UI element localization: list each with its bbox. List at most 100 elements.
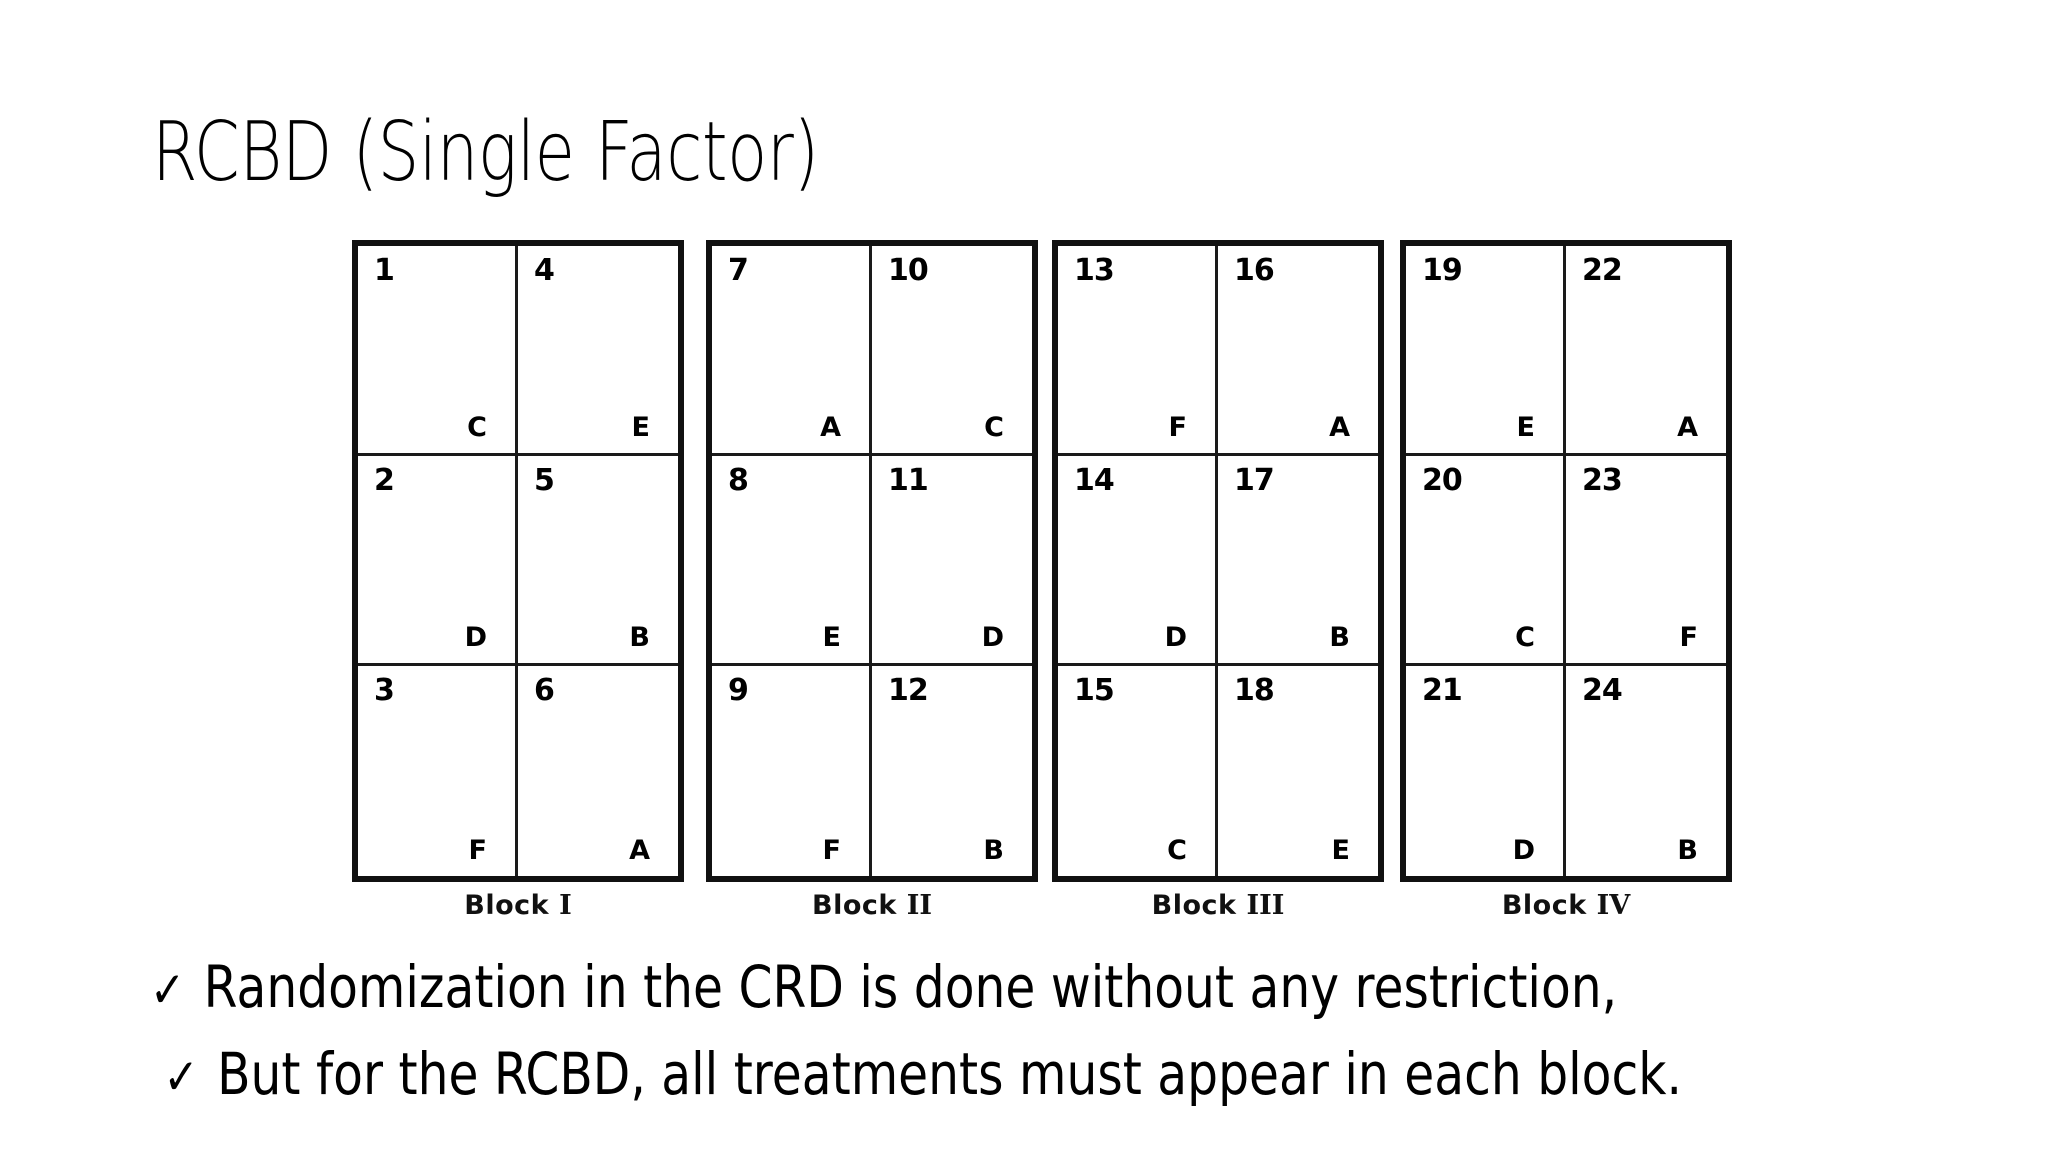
plot-treatment: E — [1331, 835, 1350, 866]
plot-cell: 4 E — [518, 246, 678, 456]
plot-cell: 1 C — [358, 246, 518, 456]
plot-number: 24 — [1582, 673, 1623, 708]
plot-number: 18 — [1234, 673, 1275, 708]
plot-cell: 21 D — [1406, 666, 1566, 876]
block-caption-word: Block — [811, 890, 897, 921]
plot-number: 15 — [1074, 673, 1115, 708]
plot-treatment: E — [631, 412, 650, 443]
plot-number: 7 — [728, 253, 749, 288]
plot-cell: 10 C — [872, 246, 1032, 456]
plot-cell: 9 F — [712, 666, 872, 876]
plot-cell: 12 B — [872, 666, 1032, 876]
plot-number: 23 — [1582, 463, 1623, 498]
block-grid: 1 C 4 E 2 D 5 B 3 F 6 A — [352, 240, 684, 882]
plot-treatment: C — [984, 412, 1004, 443]
plot-number: 14 — [1074, 463, 1115, 498]
plot-treatment: D — [981, 622, 1004, 653]
plot-cell: 3 F — [358, 666, 518, 876]
plot-treatment: A — [1677, 412, 1698, 443]
block-grid: 7 A 10 C 8 E 11 D 9 F 12 B — [706, 240, 1038, 882]
block-diagram-2: 7 A 10 C 8 E 11 D 9 F 12 B — [706, 240, 1038, 921]
plot-treatment: B — [983, 835, 1004, 866]
plot-cell: 20 C — [1406, 456, 1566, 666]
block-caption: Block IV — [1400, 890, 1732, 921]
check-icon: ✓ — [150, 961, 186, 1019]
block-caption-word: Block — [1151, 890, 1237, 921]
plot-cell: 13 F — [1058, 246, 1218, 456]
plot-treatment: F — [1168, 412, 1187, 443]
plot-treatment: B — [1329, 622, 1350, 653]
plot-treatment: D — [1512, 835, 1535, 866]
plot-cell: 5 B — [518, 456, 678, 666]
plot-cell: 11 D — [872, 456, 1032, 666]
rcbd-figure: 1 C 4 E 2 D 5 B 3 F 6 A — [352, 240, 1732, 921]
block-caption-numeral: II — [906, 890, 933, 921]
plot-number: 8 — [728, 463, 749, 498]
plot-treatment: C — [1167, 835, 1187, 866]
block-diagram-3: 13 F 16 A 14 D 17 B 15 C 18 E — [1052, 240, 1384, 921]
block-caption: Block III — [1052, 890, 1384, 921]
plot-number: 21 — [1422, 673, 1463, 708]
plot-cell: 17 B — [1218, 456, 1378, 666]
plot-number: 1 — [374, 253, 395, 288]
plot-number: 20 — [1422, 463, 1463, 498]
plot-cell: 16 A — [1218, 246, 1378, 456]
plot-treatment: B — [629, 622, 650, 653]
plot-number: 13 — [1074, 253, 1115, 288]
bullet-text: But for the RCBD, all treatments must ap… — [217, 1040, 1682, 1108]
plot-number: 9 — [728, 673, 749, 708]
block-grid: 13 F 16 A 14 D 17 B 15 C 18 E — [1052, 240, 1384, 882]
page-title: RCBD (Single Factor) — [152, 105, 819, 200]
plot-number: 12 — [888, 673, 929, 708]
block-caption-numeral: I — [559, 890, 572, 921]
plot-cell: 7 A — [712, 246, 872, 456]
plot-number: 5 — [534, 463, 555, 498]
plot-treatment: E — [1516, 412, 1535, 443]
plot-cell: 2 D — [358, 456, 518, 666]
plot-treatment: E — [822, 622, 841, 653]
block-caption-numeral: IV — [1596, 890, 1631, 921]
plot-cell: 18 E — [1218, 666, 1378, 876]
check-icon: ✓ — [163, 1048, 199, 1106]
plot-treatment: F — [822, 835, 841, 866]
block-grid: 19 E 22 A 20 C 23 F 21 D 24 B — [1400, 240, 1732, 882]
plot-number: 3 — [374, 673, 395, 708]
plot-treatment: A — [1329, 412, 1350, 443]
plot-number: 10 — [888, 253, 929, 288]
plot-number: 17 — [1234, 463, 1275, 498]
plot-treatment: A — [820, 412, 841, 443]
plot-cell: 23 F — [1566, 456, 1726, 666]
plot-cell: 15 C — [1058, 666, 1218, 876]
plot-treatment: C — [1515, 622, 1535, 653]
plot-treatment: D — [464, 622, 487, 653]
plot-treatment: D — [1164, 622, 1187, 653]
plot-number: 4 — [534, 253, 555, 288]
plot-number: 16 — [1234, 253, 1275, 288]
plot-number: 11 — [888, 463, 929, 498]
plot-treatment: F — [468, 835, 487, 866]
block-caption-word: Block — [464, 890, 550, 921]
plot-cell: 24 B — [1566, 666, 1726, 876]
list-item: ✓ But for the RCBD, all treatments must a… — [150, 1032, 1682, 1119]
bullet-list: ✓Randomization in the CRD is done withou… — [150, 945, 1970, 1119]
bullet-text: Randomization in the CRD is done without… — [203, 953, 1618, 1021]
plot-number: 6 — [534, 673, 555, 708]
plot-cell: 8 E — [712, 456, 872, 666]
plot-number: 22 — [1582, 253, 1623, 288]
plot-cell: 19 E — [1406, 246, 1566, 456]
plot-treatment: B — [1677, 835, 1698, 866]
plot-number: 2 — [374, 463, 395, 498]
block-diagram-4: 19 E 22 A 20 C 23 F 21 D 24 B — [1400, 240, 1732, 921]
plot-cell: 22 A — [1566, 246, 1726, 456]
plot-number: 19 — [1422, 253, 1463, 288]
block-caption: Block I — [352, 890, 684, 921]
block-caption-numeral: III — [1246, 890, 1285, 921]
list-item: ✓ Randomization in the CRD is done withou… — [150, 945, 1679, 1032]
block-caption: Block II — [706, 890, 1038, 921]
plot-treatment: F — [1679, 622, 1698, 653]
block-caption-word: Block — [1501, 890, 1587, 921]
plot-treatment: A — [629, 835, 650, 866]
plot-cell: 6 A — [518, 666, 678, 876]
plot-cell: 14 D — [1058, 456, 1218, 666]
block-diagram-1: 1 C 4 E 2 D 5 B 3 F 6 A — [352, 240, 684, 921]
